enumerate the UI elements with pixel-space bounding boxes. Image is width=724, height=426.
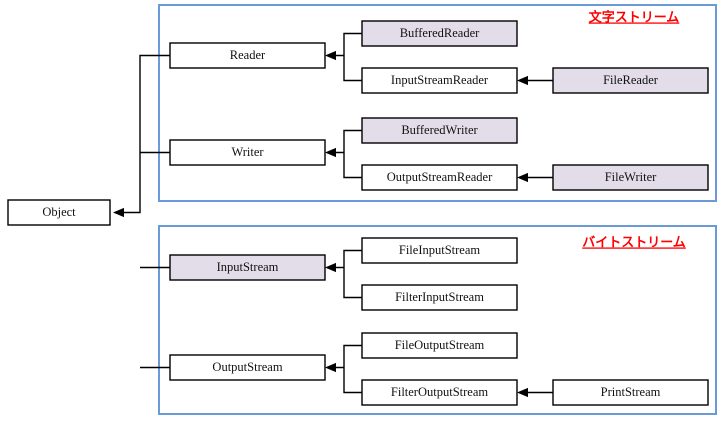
connector-inputstream-children: [327, 249, 362, 299]
class-box-file-reader[interactable]: FileReader: [552, 67, 709, 94]
arrowhead-writer-children: [325, 147, 336, 158]
class-box-label-object: Object: [42, 205, 76, 219]
class-box-buffered-writer[interactable]: BufferedWriter: [361, 117, 518, 144]
class-box-buffered-reader[interactable]: BufferedReader: [361, 20, 518, 47]
class-box-rect-output-stream-reader[interactable]: [361, 164, 518, 191]
connectors-layer: [113, 32, 553, 398]
class-box-rect-file-output-stream[interactable]: [361, 332, 518, 359]
class-box-label-filter-input-stream: FilterInputStream: [395, 290, 484, 304]
arrowhead-printstream-link: [517, 387, 528, 398]
group-title-byte-stream-group: バイトストリーム: [582, 234, 686, 249]
group-frame-byte-stream-group: [158, 225, 717, 415]
class-box-reader[interactable]: Reader: [169, 42, 326, 69]
class-box-label-buffered-writer: BufferedWriter: [401, 123, 478, 137]
class-box-file-writer[interactable]: FileWriter: [552, 164, 709, 191]
class-box-label-file-input-stream: FileInputStream: [399, 243, 481, 257]
arrowhead-reader-children: [325, 50, 336, 61]
class-box-file-output-stream[interactable]: FileOutputStream: [361, 332, 518, 359]
arrowhead-filewriter-link: [517, 172, 528, 183]
class-box-rect-reader[interactable]: [169, 42, 326, 69]
arrowhead-inputstream-children: [325, 262, 336, 273]
class-box-rect-input-stream[interactable]: [169, 254, 326, 281]
class-box-rect-output-stream[interactable]: [169, 354, 326, 381]
class-box-rect-filter-output-stream[interactable]: [361, 379, 518, 406]
class-box-label-filter-output-stream: FilterOutputStream: [391, 385, 488, 399]
class-box-print-stream[interactable]: PrintStream: [552, 379, 709, 406]
class-box-label-file-output-stream: FileOutputStream: [395, 338, 485, 352]
class-box-object[interactable]: Object: [7, 199, 111, 226]
class-box-input-stream-reader[interactable]: InputStreamReader: [361, 67, 518, 94]
class-box-label-print-stream: PrintStream: [601, 385, 661, 399]
arrowhead-outputstream-children: [325, 362, 336, 373]
class-box-label-buffered-reader: BufferedReader: [400, 26, 480, 40]
class-box-writer[interactable]: Writer: [169, 139, 326, 166]
class-box-rect-buffered-writer[interactable]: [361, 117, 518, 144]
class-box-rect-filter-input-stream[interactable]: [361, 284, 518, 311]
connector-object-trunk: [115, 54, 325, 369]
class-box-label-file-writer: FileWriter: [605, 170, 657, 184]
class-box-rect-writer[interactable]: [169, 139, 326, 166]
class-boxes-layer: ObjectReaderWriterInputStreamOutputStrea…: [7, 20, 709, 406]
group-title-character-stream-group: 文字ストリーム: [589, 9, 680, 24]
class-box-rect-input-stream-reader[interactable]: [361, 67, 518, 94]
class-box-label-file-reader: FileReader: [603, 73, 659, 87]
class-box-label-input-stream: InputStream: [217, 260, 279, 274]
class-box-rect-print-stream[interactable]: [552, 379, 709, 406]
class-box-label-output-stream-reader: OutputStreamReader: [387, 170, 493, 184]
class-box-rect-buffered-reader[interactable]: [361, 20, 518, 47]
class-box-output-stream[interactable]: OutputStream: [169, 354, 326, 381]
class-box-label-input-stream-reader: InputStreamReader: [391, 73, 489, 87]
class-box-input-stream[interactable]: InputStream: [169, 254, 326, 281]
class-box-rect-object[interactable]: [7, 199, 111, 226]
class-box-output-stream-reader[interactable]: OutputStreamReader: [361, 164, 518, 191]
class-box-filter-output-stream[interactable]: FilterOutputStream: [361, 379, 518, 406]
arrowhead-filereader-link: [517, 75, 528, 86]
arrowhead-object-trunk: [113, 207, 124, 218]
class-box-rect-file-writer[interactable]: [552, 164, 709, 191]
class-box-filter-input-stream[interactable]: FilterInputStream: [361, 284, 518, 311]
group-frame-character-stream-group: [158, 4, 717, 202]
class-box-label-output-stream: OutputStream: [212, 360, 282, 374]
class-box-rect-file-input-stream[interactable]: [361, 237, 518, 264]
class-box-file-input-stream[interactable]: FileInputStream: [361, 237, 518, 264]
class-box-rect-file-reader[interactable]: [552, 67, 709, 94]
class-box-label-writer: Writer: [231, 145, 264, 159]
group-frames-layer: [158, 4, 717, 415]
class-box-label-reader: Reader: [230, 48, 266, 62]
